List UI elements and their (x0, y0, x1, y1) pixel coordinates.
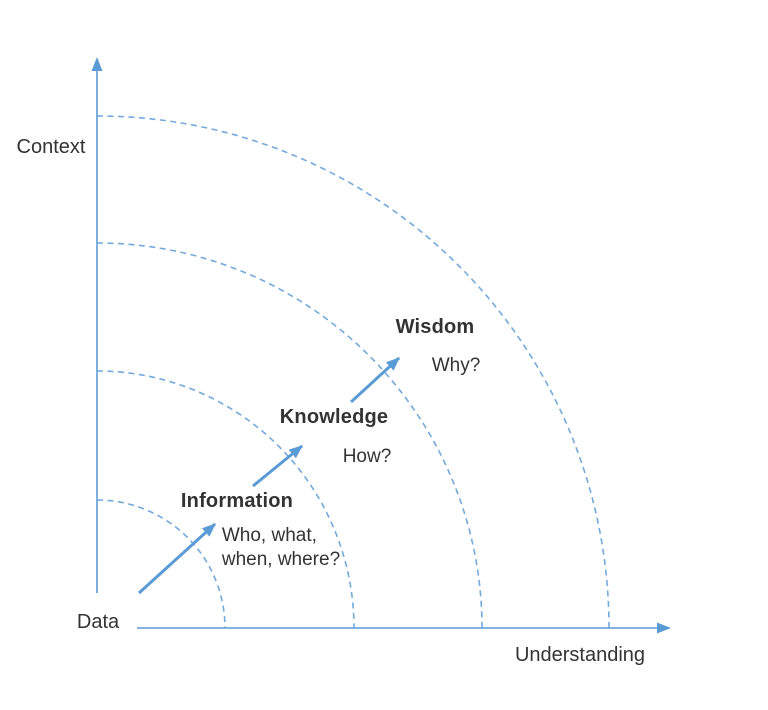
stage-label-knowledge: Knowledge (279, 406, 389, 428)
dikw-arc (96, 499, 226, 629)
y-axis-label: Context (16, 136, 86, 158)
x-axis-arrowhead-icon (657, 622, 671, 634)
dikw-arc (96, 370, 355, 629)
stage-label-information: Information (180, 490, 294, 512)
stage-question-information: Who, what, when, where? (221, 525, 341, 570)
x-axis-label: Understanding (514, 644, 646, 666)
stage-progression-arrow (252, 444, 303, 488)
stage-question-wisdom: Why? (431, 355, 481, 376)
stage-label-wisdom: Wisdom (395, 316, 475, 338)
stage-progression-arrow (137, 522, 217, 595)
dikw-arc (96, 115, 610, 629)
dikw-arc (96, 242, 483, 629)
origin-label: Data (76, 611, 120, 633)
stage-progression-arrow (349, 356, 401, 404)
y-axis-arrowhead-icon (91, 57, 103, 71)
stage-question-knowledge: How? (342, 446, 392, 467)
